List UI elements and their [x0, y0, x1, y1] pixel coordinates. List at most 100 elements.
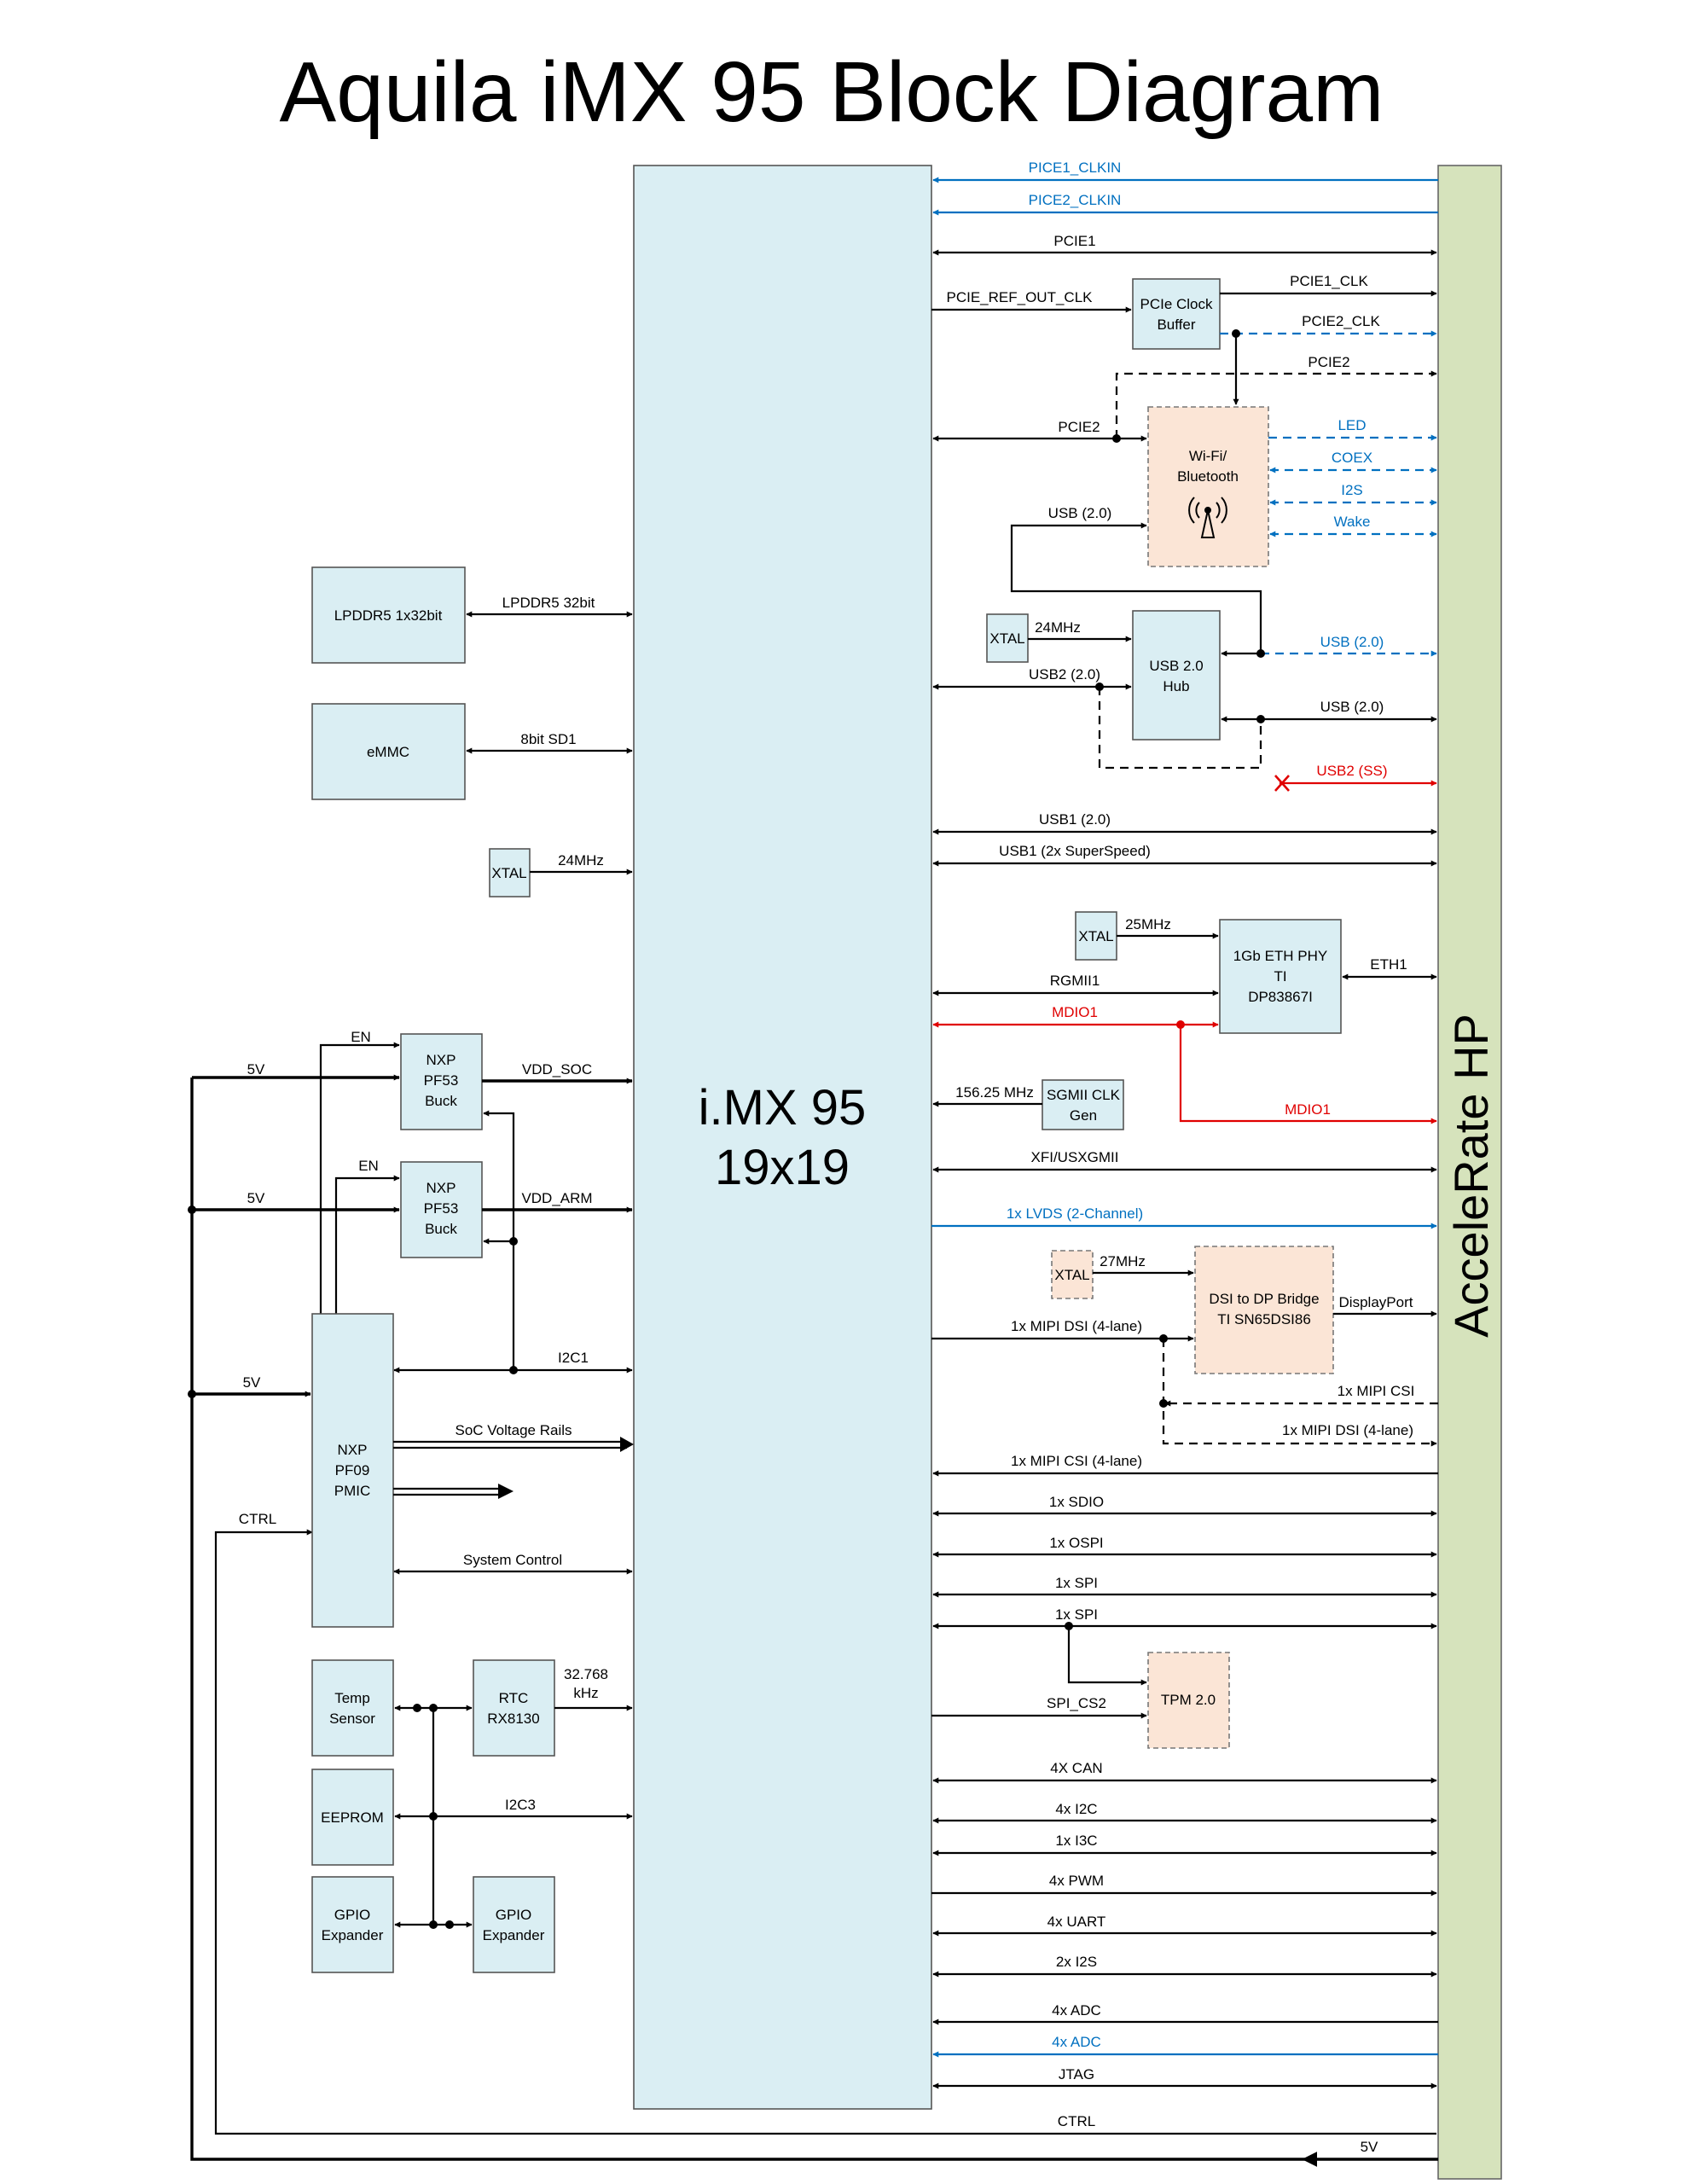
pcie2-junction	[1112, 434, 1121, 443]
xtal-eth-freq: 25MHz	[1125, 916, 1171, 932]
eth-phy	[1219, 919, 1342, 1034]
en1-label: EN	[351, 1029, 371, 1045]
i2s-x2-label: 2x I2S	[1056, 1954, 1097, 1970]
buck-arm-label-2: PF53	[424, 1200, 459, 1217]
xtal-dsi	[1051, 1250, 1094, 1299]
5v-buck-arm-label: 5V	[247, 1190, 265, 1206]
buck-soc-label-2: PF53	[424, 1072, 459, 1089]
spi-cs2-label: SPI_CS2	[1047, 1695, 1106, 1711]
sgmii-freq: 156.25 MHz	[955, 1084, 1034, 1101]
dsi-bridge-label-1: DSI to DP Bridge	[1209, 1291, 1319, 1307]
pcie-clock-buffer	[1132, 278, 1221, 350]
spi-b-label: 1x SPI	[1055, 1606, 1098, 1623]
pwm-label: 4x PWM	[1049, 1873, 1104, 1889]
emmc-block	[311, 703, 466, 800]
jtag-label: JTAG	[1059, 2066, 1094, 2082]
gpio1-label-2: Expander	[322, 1927, 384, 1943]
5v-pmic-label: 5V	[243, 1374, 261, 1391]
pcie2-soc-label: PCIE2	[1058, 419, 1100, 435]
buck-arm-label-3: Buck	[425, 1221, 457, 1237]
mdio1-conn-label: MDIO1	[1285, 1101, 1331, 1118]
mipi-csi-junction	[1159, 1399, 1168, 1408]
vdd-soc-label: VDD_SOC	[522, 1061, 592, 1077]
can-label: 4X CAN	[1050, 1760, 1102, 1776]
soc-package: 19x19	[715, 1140, 850, 1195]
pcie1-clk-label: PCIE1_CLK	[1290, 273, 1368, 289]
system-control-label: System Control	[463, 1552, 562, 1568]
soc-block	[633, 165, 932, 2110]
usb-hub-label-1: USB 2.0	[1149, 658, 1203, 674]
xtal-left-label: XTAL	[491, 865, 526, 881]
emmc-bus-label: 8bit SD1	[520, 731, 576, 747]
vdd-arm-label: VDD_ARM	[521, 1190, 592, 1206]
soc-rails-label: SoC Voltage Rails	[455, 1422, 572, 1438]
emmc-label: eMMC	[367, 744, 409, 760]
rgmii1-label: RGMII1	[1050, 973, 1100, 989]
wifi-bluetooth-module	[1147, 406, 1269, 567]
xfi-label: XFI/USXGMII	[1031, 1149, 1119, 1165]
ospi-label: 1x OSPI	[1049, 1535, 1103, 1551]
mipi-csi-conn-label: 1x MIPI CSI	[1338, 1383, 1415, 1399]
xtal-hub-freq: 24MHz	[1035, 619, 1081, 636]
5v-junction-pmic	[188, 1390, 196, 1398]
lpddr5-label: LPDDR5 1x32bit	[334, 607, 443, 624]
adc-b-label: 4x ADC	[1052, 2034, 1101, 2050]
pmic-label-1: NXP	[338, 1442, 368, 1458]
pcie1-label: PCIE1	[1053, 233, 1095, 249]
spi-a-label: 1x SPI	[1055, 1575, 1098, 1591]
spi-to-tpm	[1067, 1626, 1147, 1686]
pmic-label-2: PF09	[335, 1462, 370, 1478]
xtal-eth-label: XTAL	[1078, 928, 1113, 944]
i2c3-junction-temp-a	[413, 1704, 421, 1712]
usb-bypass-line	[1098, 687, 1262, 770]
adc-a-label: 4x ADC	[1052, 2002, 1101, 2018]
mdio1-soc-label: MDIO1	[1052, 1004, 1098, 1020]
xtal-dsi-freq: 27MHz	[1100, 1253, 1146, 1269]
buck-soc-label-1: NXP	[426, 1052, 456, 1068]
mipi-csi-4-label: 1x MIPI CSI (4-lane)	[1011, 1453, 1142, 1469]
temp-sensor-block	[311, 1659, 394, 1757]
eth-phy-label-3: DP83867I	[1248, 989, 1313, 1005]
rtc-label-1: RTC	[499, 1690, 529, 1706]
usb20-black-label: USB (2.0)	[1320, 699, 1384, 715]
pcie-clock-buffer-label-1: PCIe Clock	[1140, 296, 1213, 312]
en2-line	[334, 1175, 400, 1314]
led-label: LED	[1338, 417, 1366, 433]
wifi-label-2: Bluetooth	[1177, 468, 1239, 485]
usb20-blue-label: USB (2.0)	[1320, 634, 1384, 650]
buck-soc-label-3: Buck	[425, 1093, 457, 1109]
lpddr5-block	[311, 566, 466, 664]
usb1-ss-label: USB1 (2x SuperSpeed)	[999, 843, 1151, 859]
pcie-ref-clk-label: PCIE_REF_OUT_CLK	[947, 289, 1094, 305]
pcie2-conn-line	[1115, 370, 1437, 439]
wifi-label-1: Wi-Fi/	[1189, 448, 1227, 464]
i2c3-junction-gpio-b	[445, 1920, 454, 1929]
board-rails-line	[393, 1484, 514, 1499]
uart-label: 4x UART	[1047, 1914, 1106, 1930]
eeprom-block	[311, 1769, 394, 1866]
ctrl-right-label: CTRL	[1058, 2113, 1095, 2129]
pcie2-clkin-label: PICE2_CLKIN	[1029, 192, 1122, 208]
i2c1-junction-arm	[509, 1237, 518, 1246]
eth-phy-label-2: TI	[1274, 968, 1286, 985]
i2c3-junction-gpio-a	[429, 1920, 438, 1929]
5v-supply-line	[190, 1077, 1438, 2161]
sgmii-label-1: SGMII CLK	[1047, 1087, 1121, 1103]
pcie2-clk-label: PCIE2_CLK	[1302, 313, 1380, 329]
buck-arm-block	[400, 1161, 483, 1258]
tpm-label: TPM 2.0	[1161, 1692, 1216, 1708]
displayport-label: DisplayPort	[1339, 1294, 1413, 1310]
gpio-expander-2	[473, 1876, 555, 1973]
usb-wifi-label: USB (2.0)	[1048, 505, 1112, 521]
usb2-ss-label: USB2 (SS)	[1316, 763, 1387, 779]
i2c3-label: I2C3	[505, 1797, 536, 1813]
pcie2-conn-label: PCIE2	[1308, 354, 1349, 370]
en1-line	[319, 1042, 400, 1314]
lpddr5-bus-label: LPDDR5 32bit	[502, 595, 595, 611]
sdio-label: 1x SDIO	[1049, 1494, 1104, 1510]
rtc-freq-label-2: kHz	[573, 1685, 598, 1701]
buck-arm-label-1: NXP	[426, 1180, 456, 1196]
eeprom-label: EEPROM	[321, 1809, 384, 1826]
xtal-dsi-label: XTAL	[1054, 1267, 1089, 1283]
pcie1-clkin-label: PICE1_CLKIN	[1029, 160, 1122, 176]
